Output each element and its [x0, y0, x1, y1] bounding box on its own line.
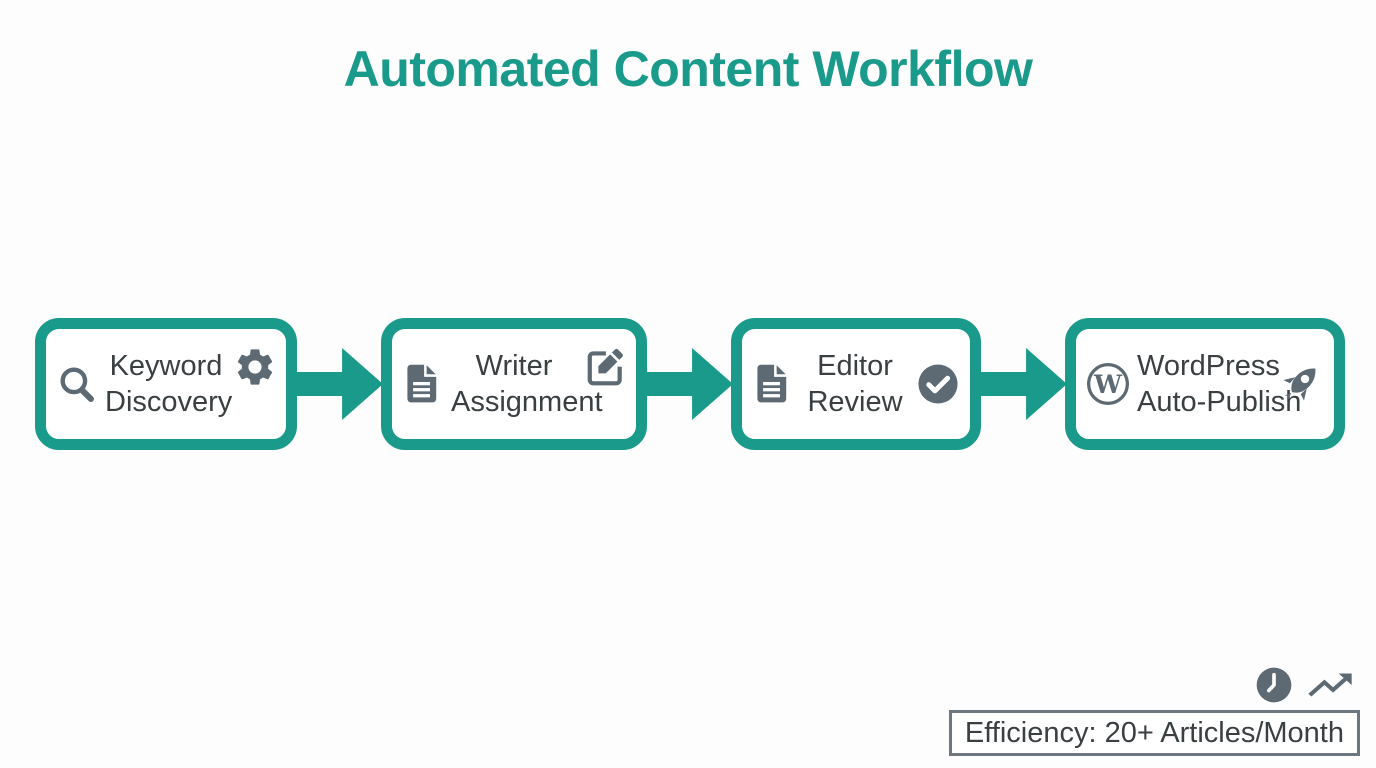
- gear-icon: [233, 345, 277, 389]
- step-label-line1: Writer: [475, 350, 553, 382]
- document-icon: [751, 360, 795, 408]
- step-label: WordPress Auto-Publish: [1137, 348, 1302, 420]
- efficiency-badge: Efficiency: 20+ Articles/Month: [948, 710, 1360, 756]
- search-icon: [55, 362, 99, 406]
- document-icon: [401, 360, 445, 408]
- flow-arrow: [979, 348, 1067, 420]
- workflow-row: Keyword Discovery Writer Assignment: [35, 318, 1345, 450]
- edit-icon: [583, 345, 627, 389]
- badge-icons: [1254, 662, 1356, 708]
- step-keyword-discovery: Keyword Discovery: [35, 318, 297, 450]
- svg-text:W: W: [1093, 370, 1123, 399]
- trending-up-icon: [1304, 662, 1356, 708]
- wordpress-icon: W: [1085, 361, 1131, 407]
- step-label-line1: Editor: [817, 350, 893, 382]
- step-editor-review: Editor Review: [731, 318, 981, 450]
- step-label: Writer Assignment: [451, 348, 603, 420]
- check-circle-icon: [915, 361, 961, 407]
- diagram-title: Automated Content Workflow: [343, 41, 1033, 97]
- step-label-line1: WordPress: [1137, 350, 1280, 382]
- step-writer-assignment: Writer Assignment: [381, 318, 647, 450]
- step-label-line2: Assignment: [451, 386, 603, 418]
- step-label: Editor Review: [801, 348, 909, 420]
- rocket-icon: [1275, 359, 1325, 409]
- step-wordpress-auto-publish: W WordPress Auto-Publish: [1065, 318, 1345, 450]
- step-label-line2: Discovery: [105, 386, 233, 418]
- step-label-line2: Auto-Publish: [1137, 386, 1302, 418]
- step-label-line1: Keyword: [109, 350, 223, 382]
- clock-icon: [1254, 665, 1294, 705]
- flow-arrow: [295, 348, 383, 420]
- step-label: Keyword Discovery: [105, 348, 233, 420]
- flow-arrow: [645, 348, 733, 420]
- step-label-line2: Review: [807, 386, 903, 418]
